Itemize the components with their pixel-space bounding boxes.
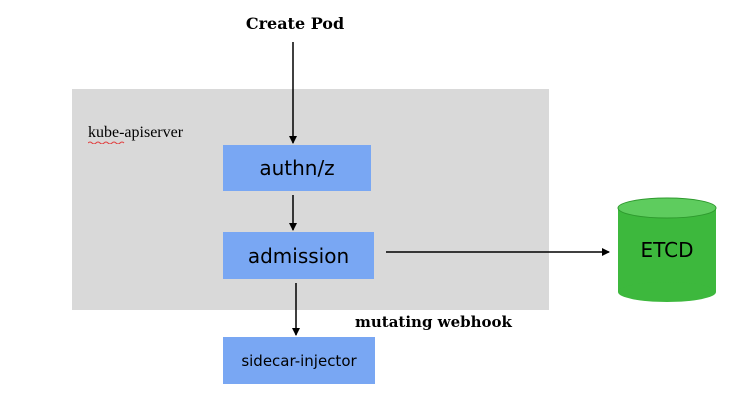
etcd-label: ETCD [640, 238, 693, 262]
authnz-label: authn/z [259, 156, 335, 180]
spellcheck-underline [88, 141, 125, 144]
kube-apiserver-label: kube-apiserver [88, 124, 183, 144]
admission-box: admission [223, 232, 374, 279]
create-pod-label: Create Pod [245, 14, 345, 33]
sidecar-injector-box: sidecar-injector [223, 337, 375, 384]
etcd-cylinder-bottom [618, 282, 716, 302]
mutating-webhook-label: mutating webhook [355, 313, 512, 331]
etcd-database-icon: ETCD [617, 197, 717, 302]
authnz-box: authn/z [223, 145, 371, 191]
kube-apiserver-text: kube-apiserver [88, 124, 184, 141]
admission-label: admission [247, 243, 350, 268]
sidecar-injector-label: sidecar-injector [241, 351, 357, 370]
etcd-cylinder-body [618, 208, 716, 292]
etcd-cylinder-top [617, 197, 717, 219]
